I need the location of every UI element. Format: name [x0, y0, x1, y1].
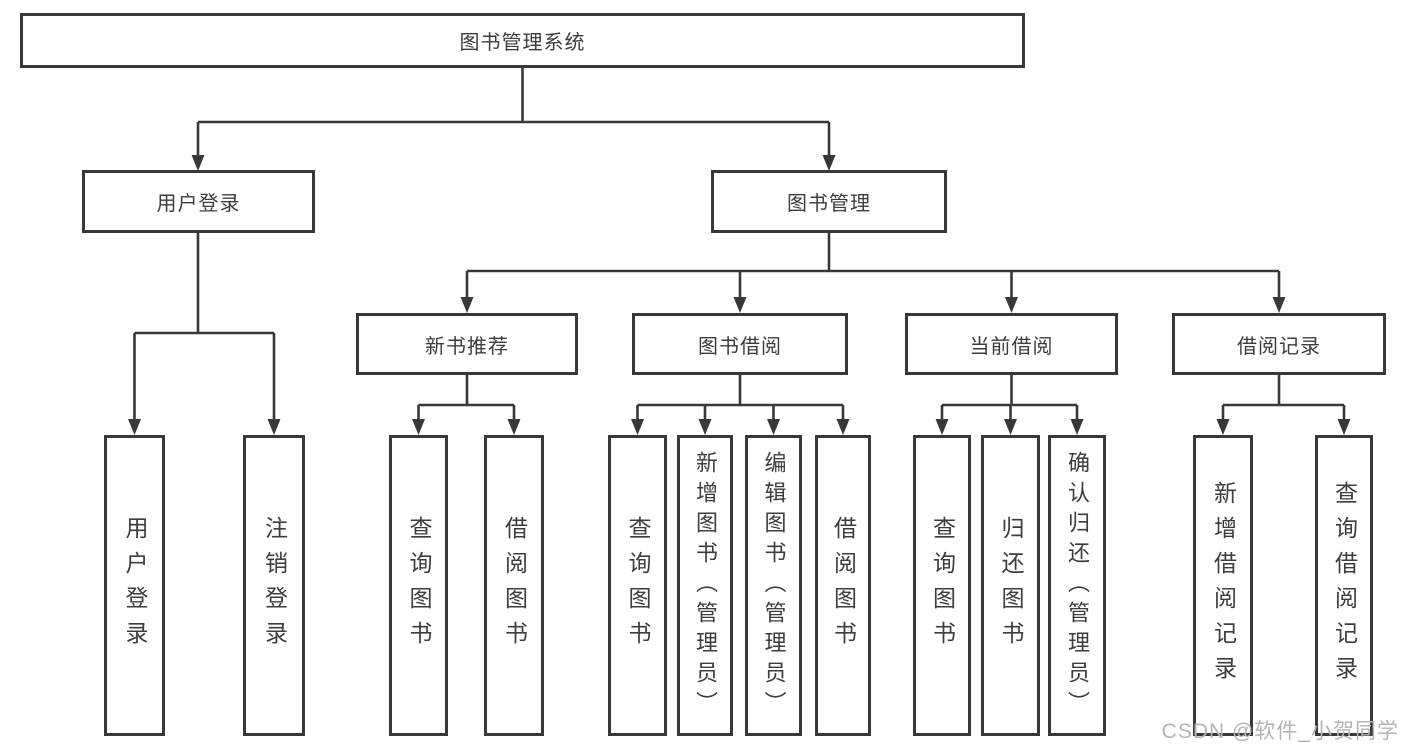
leaf-return-books: 归还图书: [981, 435, 1040, 736]
leaf-edit-books-admin-label: 编辑图书（管理员）: [761, 450, 787, 721]
node-current-borrow-label: 当前借阅: [969, 335, 1054, 358]
leaf-recommend-query-books: 查询图书: [389, 435, 448, 736]
node-borrow-records-label: 借阅记录: [1237, 335, 1321, 358]
node-root: 图书管理系统: [20, 13, 1025, 68]
leaf-edit-books-admin: 编辑图书（管理员）: [745, 435, 802, 736]
leaf-user-login: 用户登录: [104, 435, 165, 736]
connector-book-borrow-to-leaves: [631, 375, 850, 435]
leaf-recommend-borrow-books: 借阅图书: [484, 435, 544, 736]
leaf-add-books-admin-label: 新增图书（管理员）: [693, 450, 718, 721]
leaf-user-login-label: 用户登录: [122, 515, 148, 656]
leaf-logout: 注销登录: [243, 435, 305, 736]
node-user-login: 用户登录: [82, 170, 315, 233]
leaf-borrow-query-books: 查询图书: [608, 435, 667, 736]
leaf-query-borrow-record: 查询借阅记录: [1315, 435, 1373, 736]
leaf-current-query-books-label: 查询图书: [929, 515, 956, 656]
node-book-management-label: 图书管理: [787, 193, 871, 215]
leaf-confirm-return-admin-label: 确认归还（管理员）: [1065, 450, 1090, 721]
leaf-add-borrow-record: 新增借阅记录: [1193, 435, 1253, 736]
connector-new-book-recommend-to-leaves: [412, 375, 521, 435]
leaf-confirm-return-admin: 确认归还（管理员）: [1048, 435, 1106, 736]
connector-user-login-to-leaves: [128, 233, 281, 435]
leaf-logout-label: 注销登录: [261, 515, 288, 656]
node-new-book-recommend-label: 新书推荐: [425, 335, 509, 358]
leaf-recommend-borrow-books-label: 借阅图书: [501, 515, 528, 656]
node-book-management: 图书管理: [711, 170, 947, 233]
leaf-current-query-books: 查询图书: [913, 435, 971, 736]
leaf-query-borrow-record-label: 查询借阅记录: [1331, 480, 1358, 691]
node-book-borrow-label: 图书借阅: [698, 335, 782, 358]
leaf-add-borrow-record-label: 新增借阅记录: [1210, 480, 1237, 691]
node-root-label: 图书管理系统: [459, 32, 586, 54]
node-book-borrow: 图书借阅: [632, 313, 848, 375]
leaf-borrow-books-label: 借阅图书: [830, 515, 857, 656]
node-current-borrow: 当前借阅: [905, 313, 1118, 375]
connector-borrow-records-to-leaves: [1216, 375, 1351, 435]
node-user-login-label: 用户登录: [156, 193, 241, 215]
csdn-watermark: CSDN @软件_小贺同学: [1161, 720, 1399, 743]
node-new-book-recommend: 新书推荐: [356, 313, 578, 375]
connector-root-to-level2: [191, 68, 836, 171]
connector-current-borrow-to-leaves: [935, 375, 1084, 435]
leaf-recommend-query-books-label: 查询图书: [406, 515, 432, 656]
leaf-add-books-admin: 新增图书（管理员）: [677, 435, 733, 736]
node-borrow-records: 借阅记录: [1172, 313, 1386, 375]
leaf-return-books-label: 归还图书: [998, 515, 1024, 656]
connector-book-management-to-level3: [460, 233, 1286, 313]
leaf-borrow-books: 借阅图书: [815, 435, 871, 736]
leaf-borrow-query-books-label: 查询图书: [625, 515, 651, 656]
